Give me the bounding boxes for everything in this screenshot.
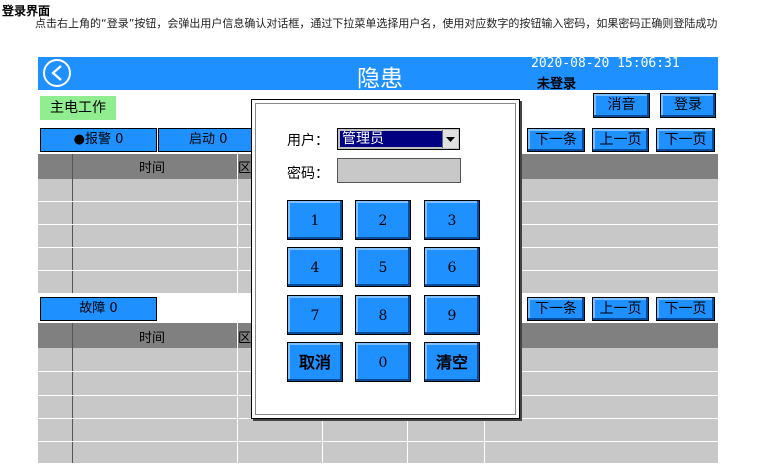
login-button[interactable]: 登录 <box>660 93 716 118</box>
doc-description: 点击右上角的“登录”按钮，会弹出用户信息确认对话框，通过下拉菜单选择用户名，使用… <box>35 17 718 30</box>
key-5[interactable]: 5 <box>355 247 411 287</box>
next-item-button[interactable]: 下一条 <box>527 128 585 152</box>
datetime-display: 2020-08-20 15:06:31 <box>531 56 680 71</box>
key-7[interactable]: 7 <box>287 295 343 335</box>
user-select-value: 管理员 <box>340 131 442 147</box>
page-title: 隐患 <box>357 66 403 92</box>
cancel-button[interactable]: 取消 <box>287 342 343 382</box>
tab-fault[interactable]: 故障 0 <box>40 297 157 321</box>
table-row <box>38 441 718 442</box>
key-3[interactable]: 3 <box>424 200 480 240</box>
clear-button[interactable]: 清空 <box>424 342 480 382</box>
key-1[interactable]: 1 <box>287 200 343 240</box>
chevron-left-icon <box>51 65 62 81</box>
user-select[interactable]: 管理员 <box>337 128 460 150</box>
login-dialog-frame <box>255 103 516 415</box>
fault-next-item-button[interactable]: 下一条 <box>527 297 585 321</box>
fault-col-time: 时间 <box>139 331 166 346</box>
fault-prev-page-button[interactable]: 上一页 <box>592 297 649 321</box>
chevron-down-icon[interactable] <box>442 130 458 148</box>
tab-alarm[interactable]: ●报警 0 <box>40 128 157 152</box>
key-2[interactable]: 2 <box>355 200 411 240</box>
mute-button[interactable]: 消音 <box>593 93 650 118</box>
fault-col-zone: 区 <box>238 331 252 346</box>
next-page-button[interactable]: 下一页 <box>656 128 715 152</box>
key-4[interactable]: 4 <box>287 247 343 287</box>
col-zone: 区 <box>238 161 252 176</box>
top-bar <box>38 57 718 90</box>
login-status: 未登录 <box>537 77 577 92</box>
back-button[interactable] <box>43 59 71 87</box>
key-9[interactable]: 9 <box>424 295 480 335</box>
tab-start[interactable]: 启动 0 <box>158 128 253 152</box>
prev-page-button[interactable]: 上一页 <box>592 128 649 152</box>
col-time: 时间 <box>139 161 166 176</box>
key-8[interactable]: 8 <box>355 295 411 335</box>
power-status-badge: 主电工作 <box>40 96 116 120</box>
fault-next-page-button[interactable]: 下一页 <box>656 297 715 321</box>
password-field[interactable] <box>337 158 461 183</box>
key-0[interactable]: 0 <box>355 342 411 382</box>
user-label: 用户： <box>287 133 329 149</box>
doc-title: 登录界面 <box>2 4 51 18</box>
password-label: 密码： <box>287 166 329 182</box>
key-6[interactable]: 6 <box>424 247 480 287</box>
